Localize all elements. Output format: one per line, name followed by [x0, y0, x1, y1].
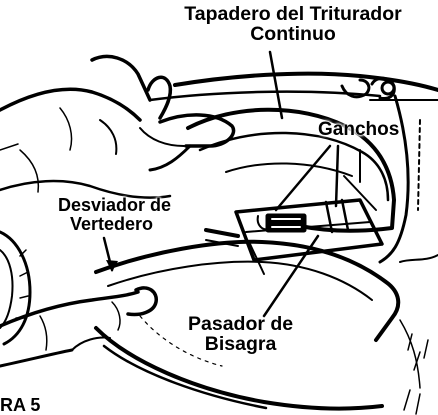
label-desviador: Desviador de Vertedero [58, 196, 171, 234]
label-pasador: Pasador de Bisagra [188, 314, 293, 355]
leader-ganchos-left [274, 144, 332, 212]
label-desviador-line1: Desviador de [58, 195, 172, 215]
leader-lines [102, 50, 340, 318]
leader-tapadero [268, 50, 284, 120]
leader-pasador [262, 234, 320, 318]
arrowhead-desviador [106, 260, 118, 272]
upper-hand [0, 54, 236, 199]
label-tapadero-line2: Continuo [250, 23, 336, 46]
label-desviador-line2: Vertedero [70, 213, 154, 234]
label-tapadero: Tapadero del Triturador Continuo [148, 4, 438, 45]
grass [399, 319, 429, 415]
figure-caption: RA 5 [0, 395, 41, 415]
label-pasador-line1: Pasador de [188, 313, 294, 335]
label-ganchos: Ganchos [318, 119, 400, 140]
wheel-hub [340, 76, 396, 100]
leader-arrowheads [106, 260, 118, 272]
chute-cover [186, 107, 396, 233]
label-pasador-line2: Bisagra [204, 333, 277, 356]
tire [0, 230, 32, 346]
leader-ganchos-right [334, 144, 340, 208]
lower-hand [0, 286, 158, 368]
hinge-assembly [234, 198, 384, 275]
label-tapadero-line1: Tapadero del Triturador [184, 3, 402, 25]
discharge-deflector [94, 228, 401, 411]
mower-housing [148, 71, 438, 264]
